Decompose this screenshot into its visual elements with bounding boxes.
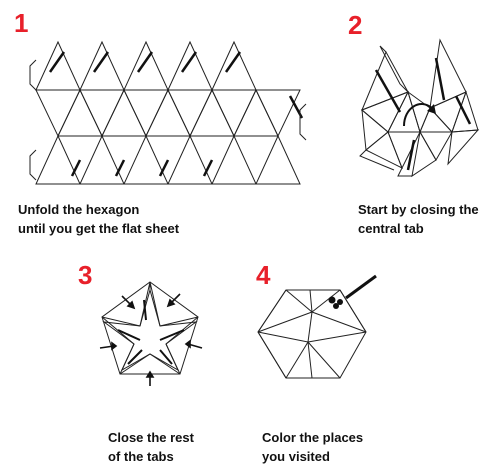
pen-icon [328, 274, 377, 309]
curved-arrow-icon [403, 103, 433, 127]
step-3-caption: Close the rest of the tabs [108, 428, 194, 466]
step-2-number: 2 [348, 10, 363, 40]
step-4-number: 4 [256, 260, 271, 290]
fold-mark [92, 51, 110, 73]
step-1-caption: Unfold the hexagon until you get the fla… [18, 200, 179, 238]
tab-flap [29, 59, 37, 91]
step-3-caption-line1: Close the rest [108, 430, 194, 445]
arrow-icon [99, 293, 203, 386]
step-1-number: 1 [14, 8, 29, 38]
fold-panel [419, 107, 454, 133]
fold-mark [136, 51, 154, 73]
sheet-triangle [255, 134, 301, 185]
fold-panel [447, 129, 480, 166]
step-3-caption-line2: of the tabs [108, 449, 174, 464]
tab-flap [29, 149, 37, 181]
fold-mark [202, 159, 214, 177]
fold-mark [70, 159, 82, 177]
sheet-triangle [255, 89, 301, 138]
fold-mark [48, 51, 66, 73]
step-4-caption-line2: you visited [262, 449, 330, 464]
fold-mark [180, 51, 198, 73]
tab-flap [299, 103, 307, 141]
step-2-caption-line1: Start by closing the [358, 202, 479, 217]
fold-mark [224, 51, 242, 73]
sheet-triangle [35, 134, 81, 185]
sheet-triangle [211, 134, 257, 185]
step-2-caption: Start by closing the central tab [358, 200, 479, 238]
step-2-caption-line2: central tab [358, 221, 424, 236]
sheet-triangle [79, 134, 125, 185]
step-1-caption-line1: Unfold the hexagon [18, 202, 140, 217]
fold-panel [387, 90, 421, 133]
fold-mark [158, 159, 170, 177]
sheet-triangle [167, 134, 213, 185]
fold-mark [114, 159, 126, 177]
step-4-caption: Color the places you visited [262, 428, 363, 466]
step-3-number: 3 [78, 260, 93, 290]
hexagon-outline [257, 289, 367, 379]
step-4-caption-line1: Color the places [262, 430, 364, 445]
fold-panel [411, 130, 437, 178]
step-1-caption-line2: until you get the flat sheet [18, 221, 180, 236]
sheet-triangle [123, 134, 169, 185]
